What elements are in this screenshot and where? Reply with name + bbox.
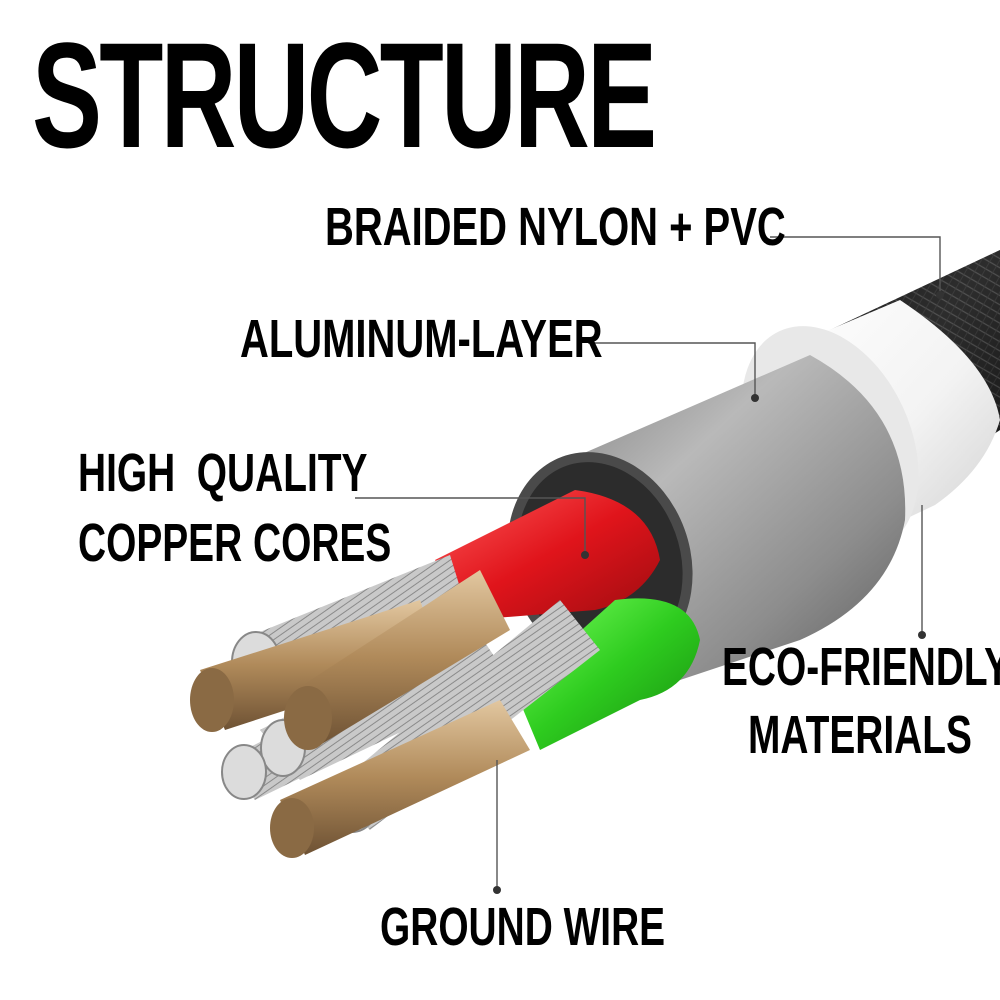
label-eco-friendly-line1: ECO-FRIENDLY [722, 637, 1000, 697]
leader-lines [355, 236, 941, 890]
label-aluminum-layer: ALUMINUM-LAYER [240, 309, 603, 369]
label-eco-friendly-line2: MATERIALS [748, 705, 972, 765]
leader-braided [770, 236, 941, 295]
copper-conductors [190, 570, 530, 858]
leader-dots [493, 291, 944, 894]
label-ground-wire: GROUND WIRE [380, 897, 666, 957]
label-copper-cores-line2: COPPER CORES [78, 513, 392, 573]
label-braided-nylon-pvc: BRAIDED NYLON + PVC [325, 197, 786, 257]
green-core [515, 598, 700, 750]
page-title: STRUCTURE [32, 11, 657, 179]
red-core [435, 490, 660, 620]
label-copper-cores-line1: HIGH QUALITY [78, 443, 368, 503]
leader-copper [355, 497, 586, 555]
leader-aluminum [588, 342, 756, 398]
